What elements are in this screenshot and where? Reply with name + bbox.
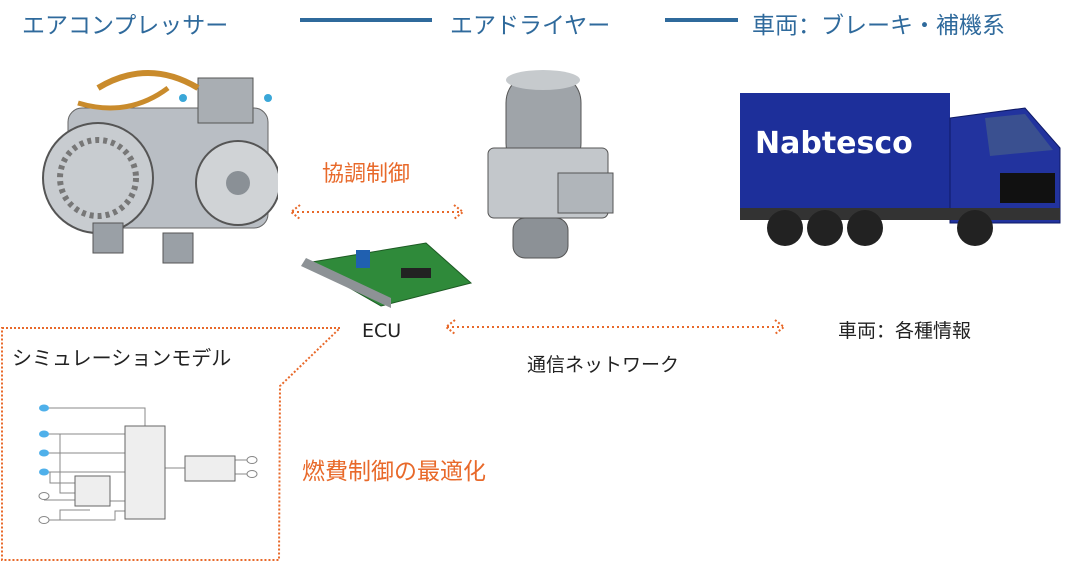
fuel-optimization-label: 燃費制御の最適化 [302, 459, 486, 485]
ecu-board-image [301, 242, 473, 308]
header-compressor: エアコンプレッサー [22, 13, 229, 39]
header-vehicle: 車両：ブレーキ・補機系 [752, 13, 1005, 39]
simulation-model-label: シミュレーションモデル [12, 346, 232, 370]
truck-logo: Nabtesco [755, 126, 913, 161]
coordination-label: 協調制御 [322, 162, 411, 187]
network-label: 通信ネットワーク [527, 354, 680, 376]
coordination-arrow [289, 204, 465, 220]
vehicle-info-label: 車両：各種情報 [838, 320, 972, 342]
connector-line [300, 18, 432, 22]
air-compressor-image [42, 70, 278, 264]
ecu-label: ECU [362, 320, 402, 342]
network-arrow [444, 319, 786, 335]
header-dryer: エアドライヤー [450, 13, 611, 39]
connector-line [665, 18, 738, 22]
simulation-block-diagram [38, 404, 258, 524]
air-dryer-image [487, 70, 614, 259]
truck-image: Nabtesco [740, 93, 1061, 246]
